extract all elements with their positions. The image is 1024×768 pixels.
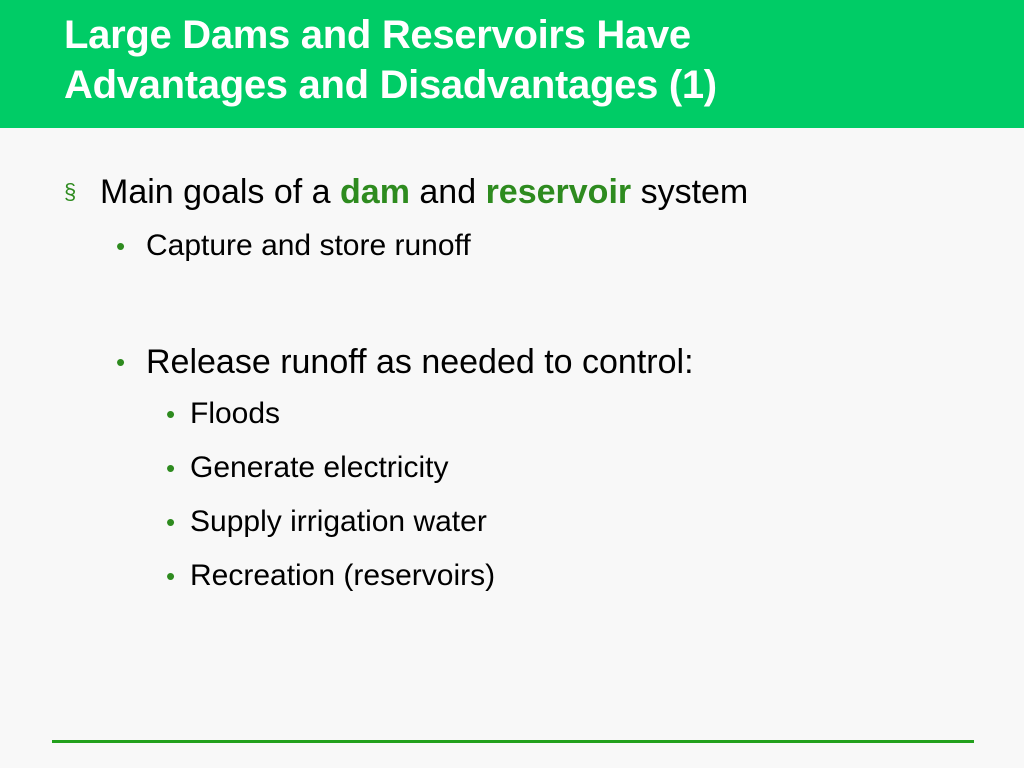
bullet-main-prefix: Main goals of a <box>100 173 341 211</box>
sub-bullet-text: Release runoff as needed to control: <box>146 343 694 381</box>
sub-sub-bullet-electricity: • Generate electricity <box>166 450 449 486</box>
sub-sub-bullet-text: Supply irrigation water <box>190 505 487 538</box>
slide-title: Large Dams and Reservoirs Have Advantage… <box>64 10 994 110</box>
dot-bullet-icon: • <box>116 347 126 377</box>
dot-bullet-icon: • <box>166 453 176 483</box>
sub-sub-bullet-recreation: • Recreation (reservoirs) <box>166 558 496 594</box>
dot-bullet-icon: • <box>166 399 176 429</box>
sub-sub-bullet-text: Recreation (reservoirs) <box>190 559 496 592</box>
title-bar: Large Dams and Reservoirs Have Advantage… <box>0 0 1024 128</box>
term-dam: dam <box>340 173 410 211</box>
sub-sub-bullet-text: Generate electricity <box>190 451 449 484</box>
sub-bullet-capture: • Capture and store runoff <box>116 228 471 264</box>
term-reservoir: reservoir <box>485 173 632 211</box>
dot-bullet-icon: • <box>166 507 176 537</box>
square-bullet-icon: § <box>64 179 77 204</box>
bullet-main-goals: § Main goals of a dam and reservoir syst… <box>64 172 749 212</box>
dot-bullet-icon: • <box>166 561 176 591</box>
slide-content: § Main goals of a dam and reservoir syst… <box>0 128 1024 728</box>
sub-bullet-text: Capture and store runoff <box>146 229 471 262</box>
sub-sub-bullet-text: Floods <box>190 397 281 430</box>
sub-sub-bullet-irrigation: • Supply irrigation water <box>166 504 487 540</box>
slide-title-line-1: Large Dams and Reservoirs Have <box>64 13 691 57</box>
sub-sub-bullet-floods: • Floods <box>166 396 281 432</box>
bullet-main-middle: and <box>409 173 486 211</box>
bullet-main-suffix: system <box>631 173 749 211</box>
footer-divider <box>52 740 974 743</box>
slide-title-line-2: Advantages and Disadvantages (1) <box>64 63 717 107</box>
dot-bullet-icon: • <box>116 231 126 261</box>
sub-bullet-release: • Release runoff as needed to control: <box>116 342 694 382</box>
